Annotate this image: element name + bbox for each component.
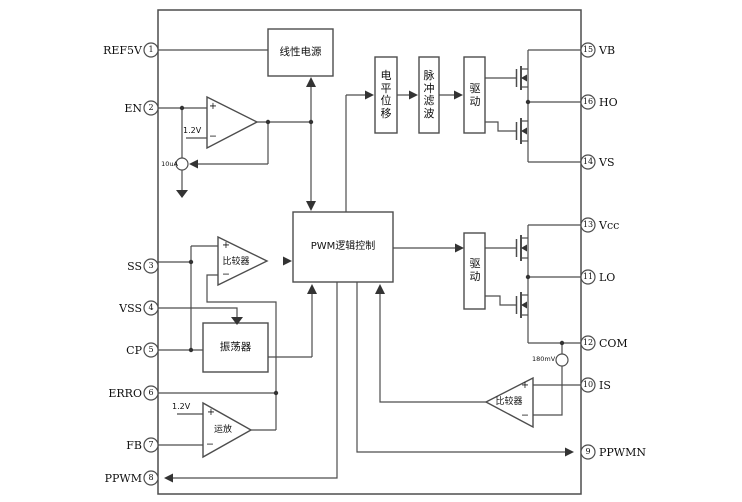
cs-comparator-symbol xyxy=(484,376,534,429)
label-opamp: 运放 xyxy=(213,425,232,435)
mosfet-body-arrows xyxy=(521,74,527,309)
threshold-voltage-source-symbol xyxy=(555,353,569,367)
block-pwm-logic xyxy=(292,211,394,283)
arrow-cs-comp-to-pwm xyxy=(375,284,385,294)
block-label-driver-high: 驱动 xyxy=(469,82,481,108)
pin-number-8: 8 xyxy=(148,473,154,482)
pin-label-erro: ERRO xyxy=(108,387,142,400)
pin-number-10: 10 xyxy=(582,380,594,389)
block-label-driver-low: 驱动 xyxy=(469,257,481,283)
pin-label-lo: LO xyxy=(599,271,616,284)
block-linear-supply xyxy=(267,28,334,77)
pin-number-7: 7 xyxy=(148,440,154,449)
pin-number-3: 3 xyxy=(148,261,154,270)
pin-number-13: 13 xyxy=(582,220,594,229)
cs-comp-plus-sign: + xyxy=(521,380,529,391)
pin-label-en: EN xyxy=(124,102,142,115)
arrow-to-linear-supply xyxy=(306,77,316,87)
label-cs-threshold: 180mV xyxy=(532,355,556,363)
block-label-level-shift: 电平位移 xyxy=(380,69,392,120)
block-label-pwm-logic: PWM逻辑控制 xyxy=(310,241,376,252)
ss-comp-minus-sign: − xyxy=(222,269,230,280)
en-comparator-symbol xyxy=(206,95,259,150)
block-driver-high xyxy=(463,56,486,134)
label-cs-comparator: 比较器 xyxy=(495,397,523,407)
arrow-to-driver-low xyxy=(455,243,464,253)
arrow-to-current-source xyxy=(189,159,198,169)
block-label-linear-supply: 线性电源 xyxy=(279,46,322,58)
bias-current-source-symbol xyxy=(175,157,189,171)
pin-number-14: 14 xyxy=(582,157,594,166)
pin-number-2: 2 xyxy=(148,103,154,112)
label-vref-fb: 1.2V xyxy=(172,402,191,411)
vss-ground-symbol xyxy=(231,317,243,325)
pin-number-16: 16 xyxy=(582,97,594,106)
pin-label-ho: HO xyxy=(599,96,618,109)
block-driver-low xyxy=(463,232,486,310)
pin-number-15: 15 xyxy=(582,45,594,54)
wire-group xyxy=(158,49,581,479)
arrow-to-driver-high xyxy=(454,90,463,100)
pin-label-ss: SS xyxy=(127,260,142,273)
arrow-to-level-shift xyxy=(365,90,374,100)
pin-number-5: 5 xyxy=(148,345,154,354)
block-label-pulse-filter: 脉冲滤波 xyxy=(423,69,435,120)
arrow-ss-comp-to-pwm xyxy=(283,256,292,266)
pin-label-vb: VB xyxy=(599,44,616,57)
pin-number-4: 4 xyxy=(148,303,154,312)
arrow-to-ppwm-pin xyxy=(164,473,173,483)
pin-label-cp: CP xyxy=(126,344,142,357)
label-bias-current: 10uA xyxy=(161,160,178,168)
ss-comparator-symbol xyxy=(217,235,269,287)
pin-label-vcc: Vcc xyxy=(599,219,620,232)
block-oscillator xyxy=(202,322,269,373)
pin-number-9: 9 xyxy=(585,447,591,456)
pin-label-vss: VSS xyxy=(119,302,142,315)
pin-label-ppwmn: PPWMN xyxy=(599,446,646,459)
arrow-to-pwm-top xyxy=(306,201,316,211)
en-ground-symbol xyxy=(176,190,188,198)
cs-comp-minus-sign: − xyxy=(521,410,529,421)
pin-label-ppwm: PPWM xyxy=(104,472,142,485)
junction-dots xyxy=(179,99,565,396)
pin-label-vs: VS xyxy=(599,156,615,169)
label-ss-comparator: 比较器 xyxy=(222,257,250,267)
arrow-osc-to-pwm xyxy=(307,284,317,294)
pin-number-6: 6 xyxy=(148,388,154,397)
arrowhead-group xyxy=(164,77,574,483)
pin-label-is: IS xyxy=(599,379,611,392)
opamp-minus-sign: − xyxy=(206,439,214,450)
opamp-plus-sign: + xyxy=(207,407,215,418)
block-level-shift xyxy=(374,56,398,134)
fb-opamp-symbol xyxy=(202,401,253,459)
pin-label-com: COM xyxy=(599,337,628,350)
pin-number-11: 11 xyxy=(582,272,594,281)
block-label-oscillator: 振荡器 xyxy=(219,341,252,353)
pin-number-1: 1 xyxy=(148,45,154,54)
ic-boundary-rect xyxy=(157,9,582,495)
block-pulse-filter xyxy=(418,56,440,134)
block-group xyxy=(202,28,534,459)
en-comp-minus-sign: − xyxy=(209,131,217,142)
en-comp-plus-sign: + xyxy=(209,101,217,112)
pin-label-ref5v: REF5V xyxy=(103,44,142,57)
mosfet-group xyxy=(515,66,522,318)
pin-number-12: 12 xyxy=(582,338,594,347)
label-vref-en: 1.2V xyxy=(183,126,202,135)
pin-circles xyxy=(143,42,596,486)
arrow-to-ppwmn-pin xyxy=(565,447,574,457)
pin-label-fb: FB xyxy=(126,439,142,452)
arrow-to-pulse-filter xyxy=(409,90,418,100)
ss-comp-plus-sign: + xyxy=(222,240,230,251)
